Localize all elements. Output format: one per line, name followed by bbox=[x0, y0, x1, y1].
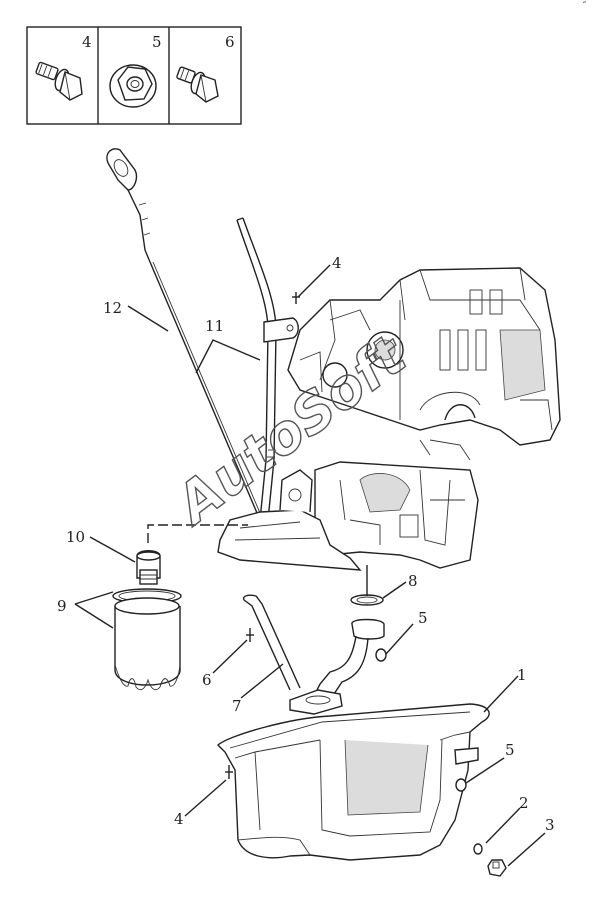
callout-6: 6 bbox=[202, 671, 212, 689]
bolt-flanged-icon bbox=[35, 61, 83, 101]
leader-lines bbox=[74, 264, 546, 867]
nut-flanged-icon bbox=[109, 64, 157, 108]
legend-number-5: 5 bbox=[152, 33, 162, 51]
oil-dipstick bbox=[106, 148, 264, 521]
legend-frame bbox=[26, 26, 242, 125]
fastener-legend: 4 5 6 bbox=[26, 26, 242, 125]
legend-number-4: 4 bbox=[82, 33, 92, 51]
oil-pan bbox=[216, 703, 490, 861]
engine-block bbox=[217, 267, 561, 571]
corner-mark: ˝ bbox=[582, 1, 587, 12]
callout-4-top: 4 bbox=[332, 254, 342, 272]
legend-number-6: 6 bbox=[225, 33, 235, 51]
dipstick-guide-tube bbox=[236, 217, 299, 521]
callout-numbers: 1 2 3 4 4 5 5 6 7 8 9 10 11 12 bbox=[57, 254, 555, 834]
callout-7: 7 bbox=[232, 697, 242, 715]
callout-12: 12 bbox=[103, 299, 122, 317]
callout-2: 2 bbox=[519, 794, 529, 812]
callout-5-upper: 5 bbox=[418, 609, 428, 627]
bolt-flanged-icon bbox=[176, 66, 219, 103]
callout-3: 3 bbox=[545, 816, 555, 834]
oil-strainer bbox=[242, 594, 387, 715]
callout-10: 10 bbox=[66, 528, 85, 546]
oil-filter-nipple bbox=[136, 550, 161, 585]
drain-plug-gasket bbox=[473, 843, 483, 855]
bolt-top bbox=[292, 292, 300, 304]
callout-11: 11 bbox=[205, 317, 224, 335]
callout-8: 8 bbox=[408, 572, 418, 590]
callout-5-lower: 5 bbox=[505, 741, 515, 759]
callout-1: 1 bbox=[517, 666, 527, 684]
pipe-gasket bbox=[350, 565, 384, 606]
callout-4-bottom: 4 bbox=[174, 810, 184, 828]
alignment-line bbox=[147, 524, 248, 543]
callout-9: 9 bbox=[57, 597, 67, 615]
drain-plug bbox=[487, 859, 507, 877]
oil-filter bbox=[112, 588, 182, 691]
